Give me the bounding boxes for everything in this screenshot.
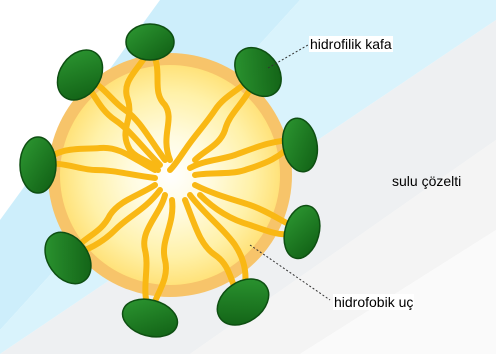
head — [20, 137, 56, 193]
aqueous-solution-label: sulu çözelti — [391, 173, 462, 189]
hydrophilic-head-label: hidrofilik kafa — [309, 36, 393, 52]
head — [126, 24, 174, 60]
hydrophobic-tail-label: hidrofobik uç — [333, 294, 414, 310]
